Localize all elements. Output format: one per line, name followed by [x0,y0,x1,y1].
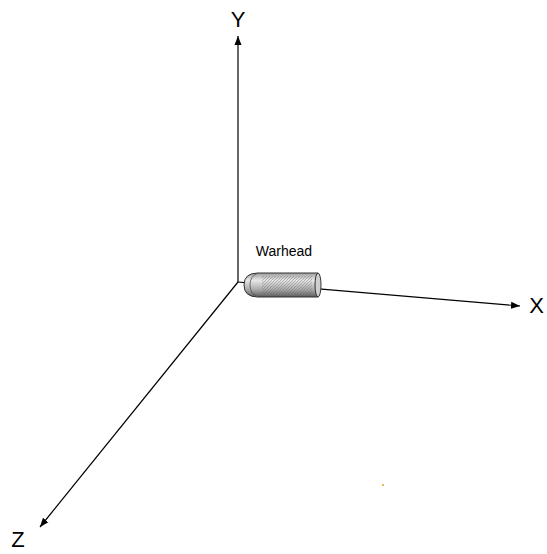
axis-label: X [529,295,544,317]
axis-label: Z [11,529,24,551]
part-label: Warhead [256,244,312,258]
y-axis [237,36,238,282]
warhead-figure [244,273,321,297]
z-axis [40,282,238,527]
stray-dot [382,484,384,486]
axis-label: Y [231,9,246,31]
